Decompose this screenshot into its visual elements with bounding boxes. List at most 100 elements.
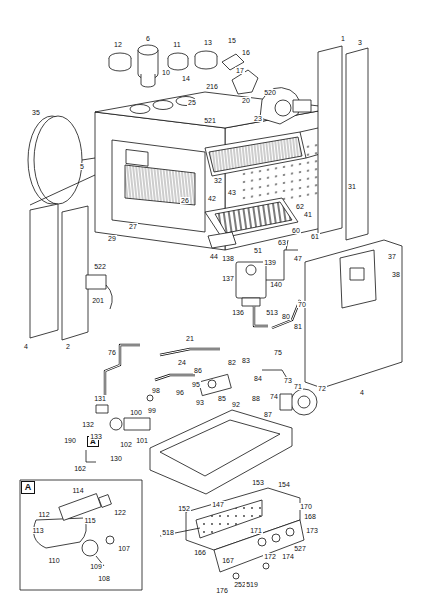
callout-number: 136	[231, 309, 245, 316]
callout-number: 140	[269, 281, 283, 288]
callout-number: 23	[253, 115, 263, 122]
callout-number: 6	[145, 35, 151, 42]
callout-number: 513	[265, 309, 279, 316]
callout-number: 85	[217, 395, 227, 402]
callout-number: 139	[263, 259, 277, 266]
callout-number: 4	[359, 389, 365, 396]
callout-number: 63	[277, 239, 287, 246]
callout-number: 93	[195, 399, 205, 406]
callout-number: 147	[211, 501, 225, 508]
callout-number: 201	[91, 297, 105, 304]
callout-number: 4	[23, 343, 29, 350]
callout-number: 35	[31, 109, 41, 116]
callout-number: 29	[107, 235, 117, 242]
callout-number: 24	[177, 359, 187, 366]
callout-number: 31	[347, 183, 357, 190]
detail-letter: A	[22, 483, 34, 492]
callout-number: 112	[37, 511, 50, 518]
callout-number: 173	[305, 527, 319, 534]
callout-number: 166	[193, 549, 207, 556]
callout-number: 153	[251, 479, 265, 486]
callout-number: 42	[207, 195, 217, 202]
callout-number: 2	[65, 343, 71, 350]
callout-number: 15	[227, 37, 237, 44]
callout-number: 99	[147, 407, 157, 414]
callout-number: 51	[253, 247, 263, 254]
callout-number: 131	[93, 395, 107, 402]
callout-number: 171	[249, 527, 263, 534]
callout-number: 130	[109, 455, 123, 462]
callout-number: 72	[317, 385, 327, 392]
callout-number: 16	[241, 49, 251, 56]
callout-number: 137	[221, 275, 235, 282]
callout-number: 86	[193, 367, 203, 374]
callout-number: 87	[263, 411, 273, 418]
callout-number: 114	[71, 487, 84, 494]
callout-number: 47	[293, 255, 303, 262]
callout-number: 110	[47, 557, 60, 564]
callout-number: 216	[205, 83, 219, 90]
callout-number: 152	[177, 505, 191, 512]
callout-number: 101	[135, 437, 149, 444]
callout-number: 167	[221, 557, 235, 564]
callout-number: 190	[63, 437, 77, 444]
callout-number: 522	[93, 263, 107, 270]
callout-number: 41	[303, 211, 313, 218]
callout-number: 17	[235, 67, 245, 74]
callout-number: 108	[97, 575, 111, 582]
callout-number: 122	[113, 509, 127, 516]
callout-number: 107	[117, 545, 131, 552]
callout-number: 520	[263, 89, 277, 96]
callout-number: 174	[281, 553, 295, 560]
callout-number: 100	[129, 409, 143, 416]
callout-number: 25	[187, 99, 197, 106]
callout-number: 168	[303, 513, 317, 520]
callout-number: 83	[241, 357, 251, 364]
callout-number: 76	[107, 349, 117, 356]
callout-number: 61	[310, 233, 320, 240]
callout-number: 172	[263, 553, 277, 560]
callout-number: 95	[191, 381, 201, 388]
callout-number: 162	[73, 465, 87, 472]
callout-number: 38	[391, 271, 401, 278]
callout-number: 84	[253, 375, 263, 382]
detail-view-tag: A	[21, 481, 35, 494]
callout-number: 1	[340, 35, 346, 42]
callout-number: 44	[209, 253, 219, 260]
callout-number: 80	[281, 313, 291, 320]
callout-number: 518	[161, 529, 175, 536]
callout-number: 132	[81, 421, 95, 428]
callout-number: 5	[79, 163, 85, 170]
callout-number: 115	[83, 517, 96, 524]
callout-number: 13	[203, 39, 213, 46]
callout-number: 109	[89, 563, 103, 570]
callout-number: 88	[251, 395, 261, 402]
callout-number: 11	[172, 41, 181, 48]
callout-number: 14	[181, 75, 191, 82]
callout-number: 92	[231, 401, 241, 408]
callout-number: 519	[245, 581, 259, 588]
callout-number: 70	[297, 301, 307, 308]
callout-number: 3	[357, 39, 363, 46]
callout-number: 12	[113, 41, 123, 48]
callout-number: 27	[128, 223, 138, 230]
callout-number: 71	[293, 383, 303, 390]
callout-number: 26	[180, 197, 190, 204]
callout-number: 154	[277, 481, 291, 488]
callout-number: 62	[295, 203, 305, 210]
callout-number: 138	[221, 255, 235, 262]
callout-number: 75	[273, 349, 283, 356]
callout-number: 37	[387, 253, 397, 260]
callout-number: 43	[227, 189, 237, 196]
callout-number: 113	[31, 527, 44, 534]
callout-number: 133	[89, 433, 103, 440]
callout-number: 10	[161, 69, 171, 76]
callout-number: 81	[293, 323, 303, 330]
callout-number: 96	[175, 389, 185, 396]
callout-number: 82	[227, 359, 237, 366]
callout-number: 102	[119, 441, 133, 448]
callout-number: 20	[241, 97, 251, 104]
callout-number: 170	[299, 503, 313, 510]
